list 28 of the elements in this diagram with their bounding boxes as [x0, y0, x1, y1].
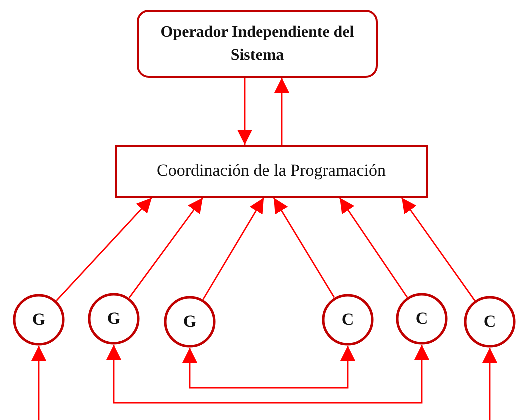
arrow: [182, 346, 356, 389]
arrow: [238, 78, 252, 145]
operator-box: [137, 10, 378, 78]
arrow: [106, 345, 430, 404]
node-letter: C: [342, 310, 354, 330]
arrow: [482, 348, 498, 420]
arrow: [202, 198, 265, 300]
box-label: Coordinación de la Programación: [157, 160, 386, 182]
circle-node: [464, 296, 516, 348]
arrow: [273, 198, 336, 298]
arrow: [56, 198, 153, 302]
node-letter: C: [416, 309, 428, 329]
arrow: [339, 198, 408, 298]
arrow: [128, 198, 204, 299]
node-letter: G: [107, 309, 121, 329]
arrow: [32, 346, 46, 420]
circle-node: [164, 296, 216, 348]
process-box: [115, 145, 428, 198]
circle-node: [88, 293, 140, 345]
node-letter: C: [484, 312, 496, 332]
circle-node: [13, 294, 65, 346]
node-letter: G: [32, 310, 46, 330]
node-letter: G: [183, 312, 197, 332]
arrow: [401, 198, 476, 302]
circle-node: [396, 293, 448, 345]
arrow: [274, 78, 290, 145]
box-label: Operador Independiente del Sistema: [160, 22, 356, 66]
circle-node: [322, 294, 374, 346]
